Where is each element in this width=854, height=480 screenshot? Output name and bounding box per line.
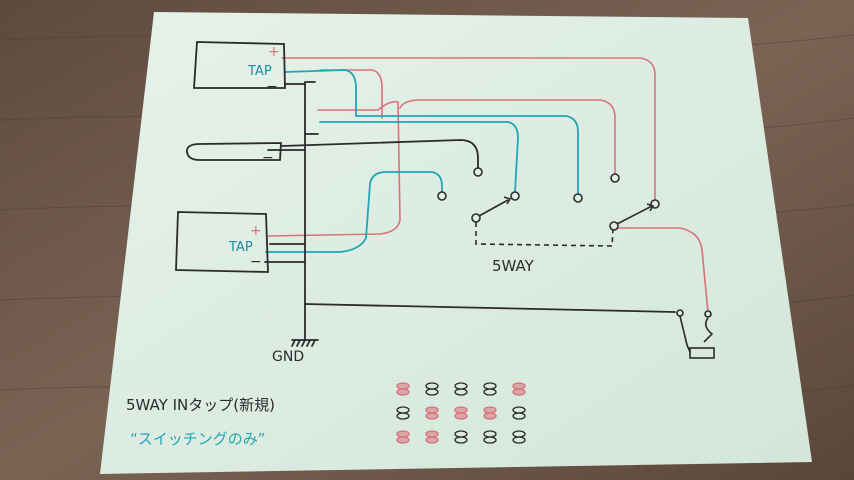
labels: + TAP − − + TAP − 5WAY GND 5WAY INタップ(新規… (126, 44, 535, 448)
pattern-mark-loop (425, 436, 439, 444)
pattern-mark-loop (512, 382, 526, 390)
pattern-mark-loop (396, 388, 410, 396)
jack-tip-spring (703, 317, 714, 343)
pattern-mark-loop (396, 412, 410, 420)
pattern-mark (454, 430, 468, 444)
pattern-mark-loop (425, 406, 439, 414)
pattern-mark-loop (512, 388, 526, 396)
bridge-minus-label: − (250, 254, 262, 270)
bridge-plus-label: + (250, 223, 262, 239)
pattern-mark-loop (425, 388, 439, 396)
jack-sleeve (679, 315, 691, 353)
switch-label: 5WAY (492, 257, 535, 275)
switch-lug-4 (573, 193, 583, 203)
pattern-mark (396, 430, 410, 444)
pattern-mark-loop (396, 382, 410, 390)
switch-wiper-a (478, 199, 509, 217)
note-title: 5WAY INタップ(新規) (126, 396, 275, 414)
note-subtitle: “スイッチングのみ” (130, 430, 266, 448)
paper-sheet (100, 12, 812, 474)
ground-to-jack (304, 303, 676, 313)
pickups (175, 41, 286, 273)
pattern-mark-loop (425, 430, 439, 438)
pattern-mark (483, 406, 497, 420)
jack-body (689, 347, 715, 359)
pattern-mark-loop (454, 436, 468, 444)
neck-plus-label: + (268, 44, 280, 60)
pattern-mark-loop (483, 436, 497, 444)
pattern-mark (483, 382, 497, 396)
pattern-mark-loop (512, 412, 526, 420)
black-wire-middle-hot (281, 139, 479, 169)
switch-link-dashed (475, 222, 614, 247)
pattern-mark-loop (483, 412, 497, 420)
neck-pickup-body (193, 41, 286, 89)
pattern-mark-loop (425, 412, 439, 420)
switch-lug-3 (437, 191, 447, 201)
pattern-mark-loop (483, 388, 497, 396)
jack-tip-lug (704, 310, 712, 318)
switch-lug-5 (610, 173, 620, 183)
pattern-mark-loop (454, 388, 468, 396)
ground-symbol-hatch (291, 339, 316, 347)
pattern-mark (396, 406, 410, 420)
neck-minus-label: − (266, 79, 278, 95)
output-jack (676, 309, 715, 359)
red-wire-output (611, 227, 709, 313)
bridge-tap-label: TAP (228, 240, 253, 255)
neck-tap-label: TAP (247, 64, 272, 79)
pattern-mark-loop (396, 430, 410, 438)
pattern-mark (483, 430, 497, 444)
red-wire-top-run (399, 99, 616, 177)
jack-sleeve-lug (676, 309, 684, 317)
middle-pickup-body (186, 142, 282, 161)
pattern-mark (425, 382, 439, 396)
pattern-mark (425, 406, 439, 420)
pattern-mark-loop (454, 406, 468, 414)
switch-arrow-b (646, 203, 655, 212)
black-wires (264, 81, 676, 347)
red-wires (267, 57, 709, 313)
cyan-wire-middle (319, 121, 519, 193)
switch-pattern-grid (396, 382, 526, 444)
pattern-mark (454, 406, 468, 420)
pattern-mark (396, 382, 410, 396)
red-wire-bridge-tap (267, 100, 401, 237)
switch-common-b (609, 221, 619, 231)
red-wire-neck-hot (281, 57, 656, 201)
cyan-wire-neck-tap (284, 69, 579, 197)
pattern-mark (512, 382, 526, 396)
pattern-mark (512, 430, 526, 444)
pattern-mark (454, 382, 468, 396)
pattern-mark-loop (483, 406, 497, 414)
middle-minus-label: − (262, 150, 274, 166)
switch-lug-1 (473, 167, 483, 177)
pattern-mark (512, 406, 526, 420)
switch-lug-2 (510, 191, 520, 201)
cyan-wires (265, 69, 579, 253)
five-way-switch (437, 167, 660, 247)
switch-wiper-b (616, 205, 653, 225)
pattern-mark-loop (454, 412, 468, 420)
cyan-wire-bridge-tap (265, 171, 443, 253)
pattern-mark-loop (396, 436, 410, 444)
bridge-pickup-body (175, 211, 269, 273)
ground-label: GND (272, 349, 304, 365)
pattern-mark-loop (512, 436, 526, 444)
switch-arrow-a (503, 196, 512, 205)
ground-bus (304, 81, 316, 337)
pattern-mark (425, 430, 439, 444)
red-wire-neck-loop (319, 69, 383, 119)
